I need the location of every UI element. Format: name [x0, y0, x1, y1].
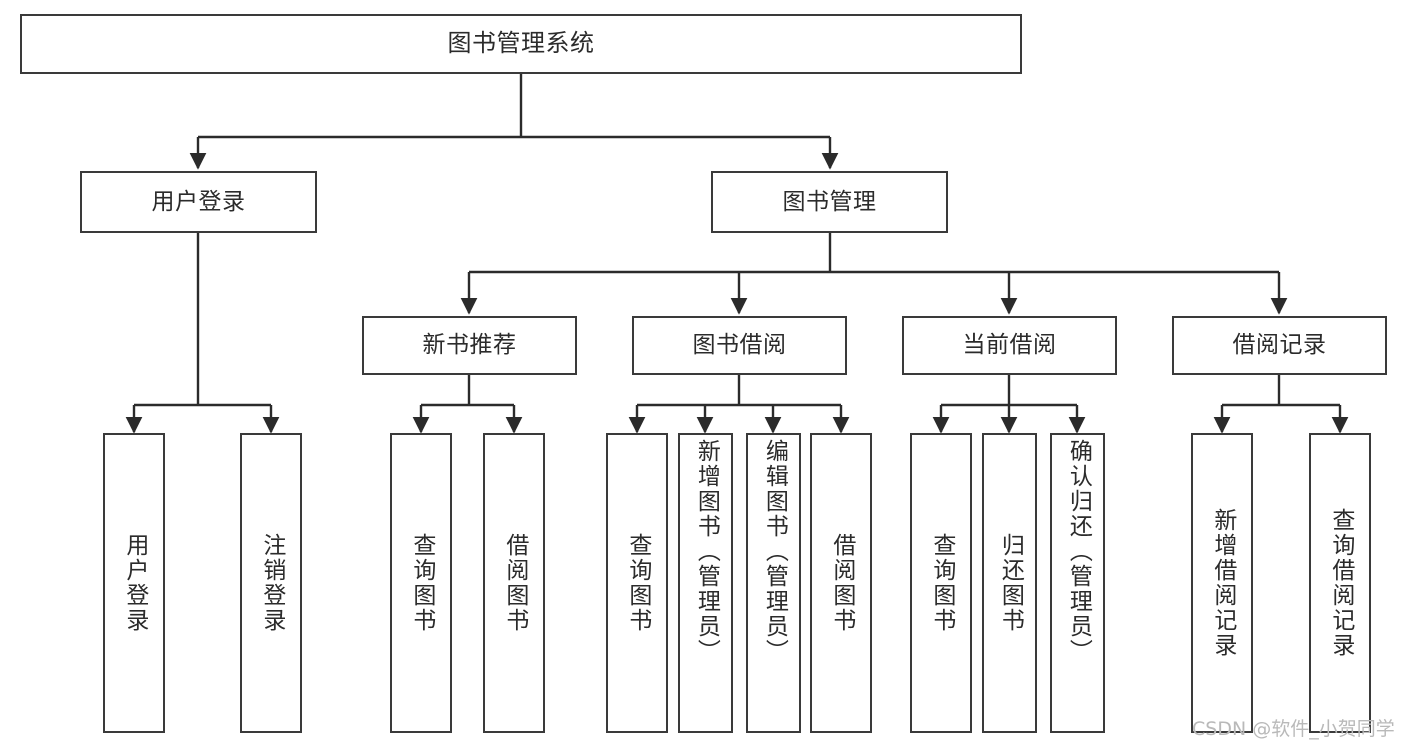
node-new-book-rec[interactable]: 新书推荐	[362, 316, 577, 375]
node-leaf-return-book[interactable]: 归还图书	[982, 433, 1037, 733]
node-book-manage-label: 图书管理	[782, 188, 877, 215]
node-leaf-query-book-2[interactable]: 查询图书	[606, 433, 668, 733]
node-leaf-query-book-2-label: 查询图书	[624, 533, 651, 633]
node-leaf-query-book-3-label: 查询图书	[928, 533, 955, 633]
node-leaf-add-record[interactable]: 新增借阅记录	[1191, 433, 1253, 733]
node-user-login-label: 用户登录	[151, 188, 246, 215]
node-leaf-query-book-1[interactable]: 查询图书	[390, 433, 452, 733]
node-leaf-user-login-label: 用户登录	[121, 533, 148, 633]
node-borrow-record[interactable]: 借阅记录	[1172, 316, 1387, 375]
node-leaf-edit-book-label: 编辑图书（管理员）	[761, 439, 788, 664]
node-leaf-confirm-return[interactable]: 确认归还（管理员）	[1050, 433, 1105, 733]
node-book-borrow-label: 图书借阅	[692, 332, 787, 359]
node-leaf-add-book-label: 新增图书（管理员）	[693, 439, 720, 664]
node-leaf-borrow-book-1-label: 借阅图书	[501, 533, 528, 633]
node-borrow-record-label: 借阅记录	[1232, 332, 1327, 359]
node-leaf-query-record[interactable]: 查询借阅记录	[1309, 433, 1371, 733]
node-book-borrow[interactable]: 图书借阅	[632, 316, 847, 375]
node-leaf-borrow-book-2-label: 借阅图书	[828, 533, 855, 633]
node-leaf-borrow-book-1[interactable]: 借阅图书	[483, 433, 545, 733]
node-leaf-add-book[interactable]: 新增图书（管理员）	[678, 433, 733, 733]
node-root[interactable]: 图书管理系统	[20, 14, 1022, 74]
node-leaf-query-record-label: 查询借阅记录	[1327, 508, 1354, 658]
node-leaf-add-record-label: 新增借阅记录	[1209, 508, 1236, 658]
node-leaf-confirm-return-label: 确认归还（管理员）	[1065, 439, 1092, 664]
node-current-borrow-label: 当前借阅	[962, 332, 1057, 359]
node-leaf-logout[interactable]: 注销登录	[240, 433, 302, 733]
node-new-book-rec-label: 新书推荐	[422, 332, 517, 359]
watermark-text: CSDN @软件_小贺同学	[1192, 718, 1395, 740]
node-user-login[interactable]: 用户登录	[80, 171, 317, 233]
node-leaf-borrow-book-2[interactable]: 借阅图书	[810, 433, 872, 733]
node-leaf-query-book-3[interactable]: 查询图书	[910, 433, 972, 733]
node-book-manage[interactable]: 图书管理	[711, 171, 948, 233]
node-root-label: 图书管理系统	[447, 29, 595, 58]
node-leaf-return-book-label: 归还图书	[997, 533, 1024, 633]
node-leaf-logout-label: 注销登录	[258, 533, 285, 633]
node-leaf-user-login[interactable]: 用户登录	[103, 433, 165, 733]
node-current-borrow[interactable]: 当前借阅	[902, 316, 1117, 375]
node-leaf-edit-book[interactable]: 编辑图书（管理员）	[746, 433, 801, 733]
node-leaf-query-book-1-label: 查询图书	[408, 533, 435, 633]
